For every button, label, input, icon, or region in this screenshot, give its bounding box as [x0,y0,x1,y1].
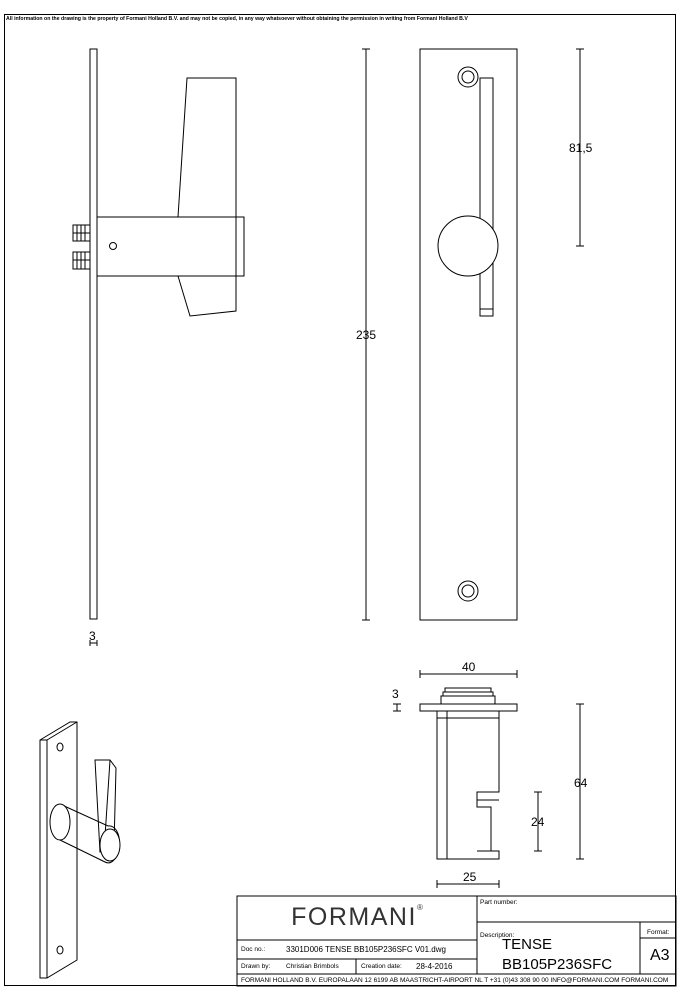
side-lever-top-flank [177,77,237,218]
description-label: Description: [480,932,515,939]
isometric-view [39,721,121,979]
doc-no-value: 3301D006 TENSE BB105P236SFC V01.dwg [286,945,446,954]
dim-label-25: 25 [463,870,477,884]
iso-lever-arm [94,759,117,853]
dim-label-plan-3: 3 [392,687,399,701]
bottom-screw-hole-outer [457,580,479,602]
bottom-screw-hole-inner [461,584,475,598]
title-block-grid [236,895,677,987]
creation-date-value: 28-4-2016 [416,962,453,971]
top-screw-hole-inner [461,70,475,84]
description-line-2: BB105P236SFC [502,956,613,973]
top-screw-hole-outer [457,66,479,88]
side-set-screw [109,242,117,250]
iso-rose [49,803,71,841]
format-value: A3 [650,947,670,964]
side-lever-bottom-flank [177,275,237,317]
side-plate-outline [89,48,98,620]
creation-date-label: Creation date: [361,963,402,970]
dim-label-81-5: 81,5 [569,141,593,155]
side-lever-body [96,216,245,277]
plan-view [393,670,584,888]
dim-label-40: 40 [462,660,476,674]
dim-label-235: 235 [356,328,377,342]
iso-plate [39,721,78,979]
company-footer: FORMANI HOLLAND B.V. EUROPALAAN 12 6199 … [241,977,669,984]
drawn-by-value: Christian Brimbols [286,963,339,970]
iso-cylinder-end [99,828,121,862]
part-number-label: Part number: [480,899,518,906]
formani-logo: FORMANI® [291,902,423,931]
plan-spindle-cap [444,687,492,693]
doc-no-label: Doc no.: [241,946,266,953]
front-rose-knob [437,215,499,277]
description-line-1: TENSE [502,936,553,953]
front-view [362,48,584,621]
dim-label-24: 24 [531,815,545,829]
front-plate-outline [419,48,518,621]
dim-label-side-3: 3 [89,629,96,643]
format-label: Format: [647,929,670,936]
iso-bottom-screw [56,945,64,955]
side-view [72,48,245,646]
front-lever-arm [479,77,494,317]
drawn-by-label: Drawn by: [241,963,271,970]
copyright-notice: All information on the drawing is the pr… [6,16,468,22]
iso-top-screw [56,742,64,752]
dim-label-64: 64 [574,776,588,790]
plan-rose-plate [419,703,518,712]
plan-lever-profile [436,711,500,860]
